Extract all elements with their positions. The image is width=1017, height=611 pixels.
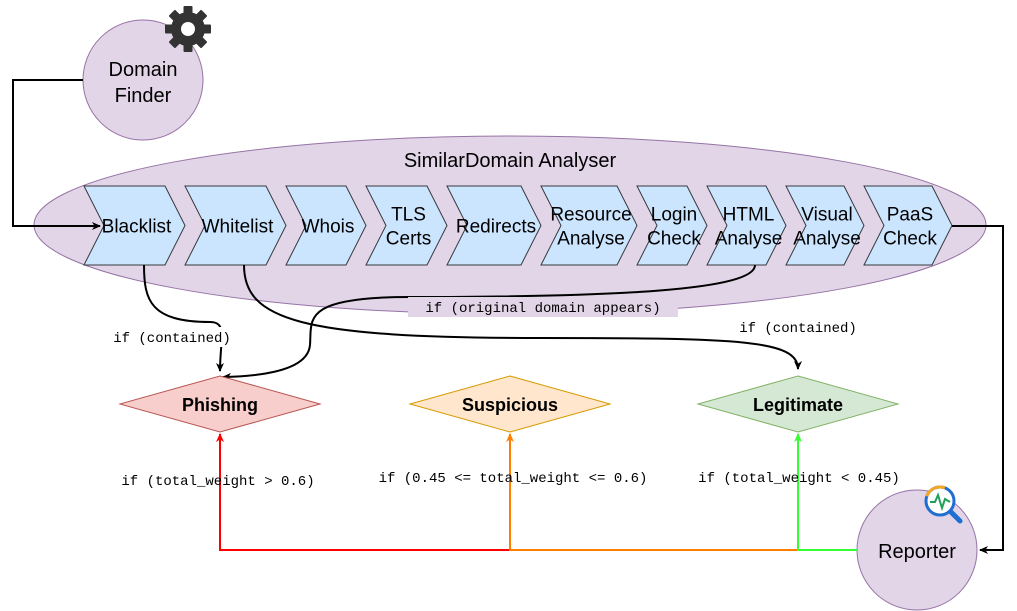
step-shape	[706, 185, 787, 266]
step-shape	[365, 185, 448, 266]
edge-label-bg-3	[732, 317, 864, 337]
step-label: Blacklist	[102, 217, 172, 238]
magnifier-chart-icon	[924, 485, 963, 524]
domain-finder-node: Domain Finder	[82, 19, 204, 141]
step-label: Login	[651, 205, 698, 226]
step-blacklist: Blacklist	[83, 185, 186, 266]
edge-label-weight-high: if (total_weight > 0.6)	[121, 474, 314, 490]
step-shape	[83, 185, 186, 266]
verdict-phishing-label: Phishing	[182, 395, 258, 415]
step-shape	[636, 185, 708, 266]
verdict-legitimate: Legitimate	[696, 375, 900, 433]
step-label: Analyse	[715, 229, 783, 250]
pipeline-steps: Blacklist Whitelist Whois TLS Certs Redirects…	[83, 185, 953, 266]
step-label: Whitelist	[202, 217, 275, 238]
verdict-phishing: Phishing	[118, 375, 322, 433]
reporter-node: Reporter	[856, 489, 978, 611]
step-shape	[446, 185, 542, 266]
step-shape	[285, 185, 367, 266]
edge-html-to-phishing	[222, 264, 756, 381]
edge-label-original-domain: if (original domain appears)	[425, 301, 660, 317]
reporter-label: Reporter	[878, 541, 956, 563]
edge-label-bg	[408, 297, 678, 317]
edge-label-weight-mid: if (0.45 <= total_weight <= 0.6)	[379, 471, 648, 487]
edge-reporter-to-legitimate	[794, 433, 857, 551]
step-label: Analyse	[557, 229, 625, 250]
edge-reporter-to-suspicious	[506, 433, 798, 551]
analyser-title: SimilarDomain Analyser	[404, 150, 617, 172]
domain-finder-label-line1: Domain	[109, 59, 178, 81]
step-label: PaaS	[887, 205, 933, 226]
edge-finder-to-blacklist	[12, 79, 101, 230]
step-shape	[184, 185, 287, 266]
step-label: HTML	[723, 205, 775, 226]
step-html-analyse: HTML Analyse	[706, 185, 787, 266]
gear-icon	[165, 6, 211, 52]
step-label: Check	[883, 229, 937, 250]
step-label: Visual	[801, 205, 852, 226]
step-label: TLS	[391, 205, 426, 226]
step-label: Analyse	[793, 229, 861, 250]
step-shape	[540, 185, 638, 266]
edge-label-whitelist-contained: if (contained)	[739, 321, 857, 337]
step-label: Whois	[302, 217, 355, 238]
step-label: Redirects	[456, 217, 536, 238]
verdict-suspicious-label: Suspicious	[462, 395, 558, 415]
step-shape	[863, 185, 953, 266]
edge-label-blacklist-contained: if (contained)	[113, 331, 231, 347]
step-tls-certs: TLS Certs	[365, 185, 448, 266]
step-shape	[785, 185, 865, 266]
step-label: Resource	[550, 205, 631, 226]
step-label: Check	[647, 229, 701, 250]
edge-label-weight-low: if (total_weight < 0.45)	[698, 471, 900, 487]
edge-paas-to-reporter	[952, 225, 1004, 554]
step-whois: Whois	[285, 185, 367, 266]
edge-reporter-to-phishing	[216, 433, 510, 551]
step-whitelist: Whitelist	[184, 185, 287, 266]
step-redirects: Redirects	[446, 185, 542, 266]
verdict-suspicious: Suspicious	[408, 375, 612, 433]
edge-whitelist-to-legitimate	[243, 264, 802, 370]
step-paas-check: PaaS Check	[863, 185, 953, 266]
verdict-legitimate-label: Legitimate	[753, 395, 843, 415]
step-label: Certs	[386, 229, 431, 250]
domain-finder-label-line2: Finder	[115, 85, 172, 107]
edge-label-bg-2	[106, 327, 238, 347]
